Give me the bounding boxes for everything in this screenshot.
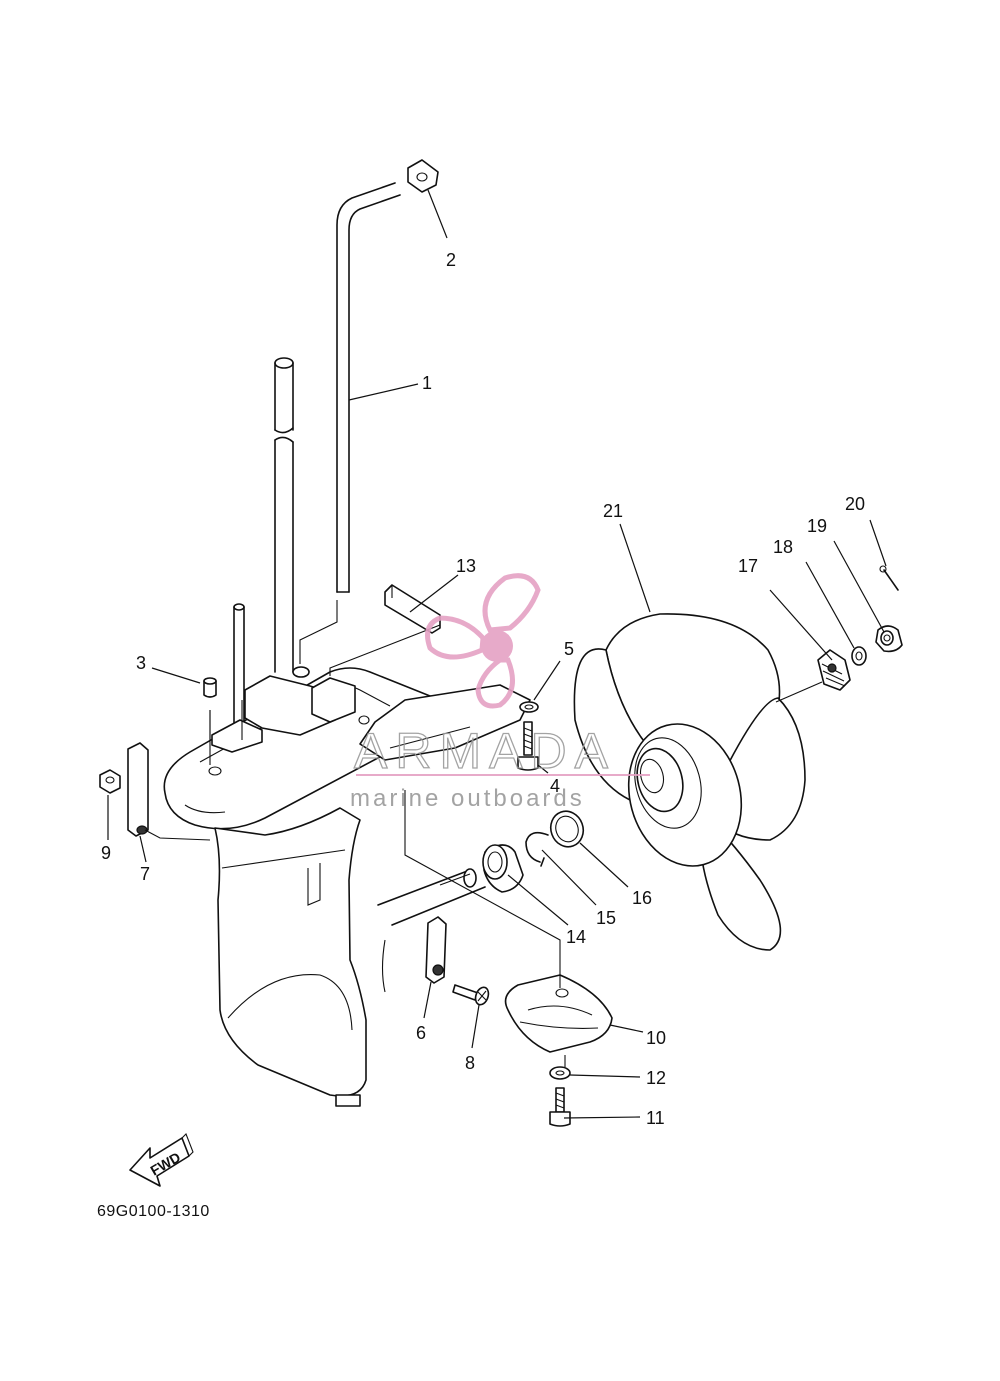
callout-1: 1 <box>422 373 432 393</box>
plate-part-7 <box>127 742 149 837</box>
anode-part-6 <box>425 916 447 984</box>
callout-7: 7 <box>140 864 150 884</box>
propeller-part-21 <box>573 613 806 951</box>
propeller-shaft <box>377 868 486 926</box>
washer-part-18 <box>851 646 867 666</box>
nut-part-19 <box>875 625 903 653</box>
callout-19: 19 <box>807 516 827 536</box>
drive-shaft <box>274 357 310 678</box>
callout-8: 8 <box>465 1053 475 1073</box>
bearing-housing-part-14 <box>482 844 524 893</box>
callout-12: 12 <box>646 1068 666 1088</box>
leader-lines <box>107 189 887 1119</box>
watermark-brand: ARMADA <box>354 723 616 779</box>
part-code: 69G0100-1310 <box>97 1203 210 1220</box>
anode-part-10 <box>504 974 613 1053</box>
screw-part-8 <box>452 984 490 1006</box>
callout-5: 5 <box>564 639 574 659</box>
bolt-part-11 <box>549 1087 571 1127</box>
spacer-part-17 <box>817 649 851 691</box>
bracket-part-13 <box>384 584 441 634</box>
o-ring-part-16 <box>549 810 585 848</box>
callout-9: 9 <box>101 843 111 863</box>
callout-3: 3 <box>136 653 146 673</box>
callout-6: 6 <box>416 1023 426 1043</box>
callout-21: 21 <box>603 501 623 521</box>
circlip-part-15 <box>525 831 549 867</box>
callout-numbers: 1 2 3 4 5 6 7 8 9 10 11 12 13 14 15 16 1… <box>101 250 865 1128</box>
callout-17: 17 <box>738 556 758 576</box>
shift-rod-part-1 <box>336 182 401 593</box>
grommet-part-2 <box>407 159 439 193</box>
propeller-logo-icon <box>425 573 541 709</box>
callout-18: 18 <box>773 537 793 557</box>
callout-2: 2 <box>446 250 456 270</box>
fwd-arrow-badge: FWD <box>129 1133 194 1187</box>
callout-15: 15 <box>596 908 616 928</box>
washer-part-12 <box>549 1066 571 1080</box>
lower-casing <box>163 667 531 1107</box>
callout-16: 16 <box>632 888 652 908</box>
watermark: ARMADA marine outboards <box>350 573 650 812</box>
watermark-tagline: marine outboards <box>350 785 585 812</box>
callout-4: 4 <box>550 776 560 796</box>
callout-20: 20 <box>845 494 865 514</box>
nut-part-9 <box>99 769 121 794</box>
callout-14: 14 <box>566 927 586 947</box>
cotter-pin-part-20 <box>879 565 899 591</box>
washer-part-5 <box>519 701 539 713</box>
callout-11: 11 <box>646 1108 665 1128</box>
callout-10: 10 <box>646 1028 666 1048</box>
bolt-part-4 <box>517 721 539 771</box>
callout-13: 13 <box>456 556 476 576</box>
